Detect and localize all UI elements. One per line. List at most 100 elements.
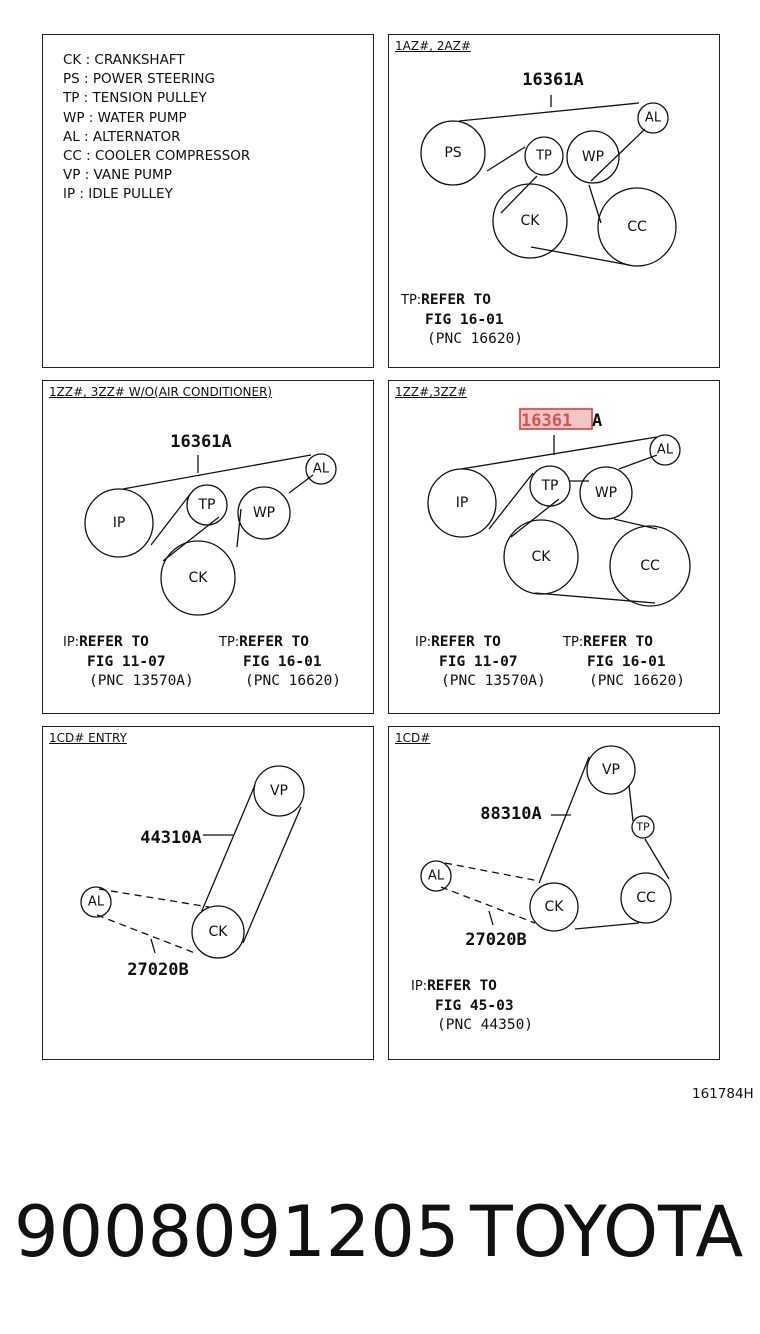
label-ps: PS bbox=[444, 145, 461, 161]
pulley-ck bbox=[191, 905, 245, 959]
part-number-88310a[interactable]: 88310A bbox=[480, 804, 541, 824]
panel-title: 1ZZ#,3ZZ# bbox=[395, 385, 468, 399]
label-vp: VP bbox=[270, 783, 288, 799]
belt-segment bbox=[534, 592, 656, 604]
label-wp: WP bbox=[253, 505, 275, 521]
panel-1az-2az: 1AZ#, 2AZ# PS AL TP WP CK CC 16361A bbox=[388, 34, 720, 368]
note-line: REFER TO bbox=[421, 292, 492, 308]
part-number-16361a[interactable]: 16361A bbox=[170, 432, 231, 452]
fig-reference[interactable]: FIG 11-07 bbox=[439, 653, 518, 670]
pulley-cc bbox=[620, 872, 672, 924]
note-line: REFER TO bbox=[583, 634, 654, 650]
panel-1cd-entry: 1CD# ENTRY VP AL CK 44310A 27020B bbox=[42, 726, 374, 1060]
label-al: AL bbox=[657, 443, 674, 458]
panel-title: 1CD# ENTRY bbox=[49, 731, 127, 745]
label-wp: WP bbox=[582, 149, 604, 165]
note-prefix: IP: bbox=[415, 635, 432, 650]
belt-segment bbox=[488, 472, 534, 530]
part-highlight-box bbox=[519, 408, 593, 430]
refer-note-ip: IP:REFER TO FIG 45-03 (PNC 44350) bbox=[411, 977, 533, 1036]
pnc-reference: (PNC 13570A) bbox=[89, 673, 194, 689]
belt-segment bbox=[644, 838, 670, 880]
label-ck: CK bbox=[209, 924, 229, 940]
refer-note-ip: IP:REFER TO FIG 11-07 (PNC 13570A) bbox=[415, 633, 546, 692]
label-al: AL bbox=[313, 462, 330, 477]
belt-segment bbox=[590, 128, 646, 182]
pulley-al bbox=[305, 453, 337, 485]
belt-segment bbox=[486, 146, 526, 172]
pulley-tp bbox=[524, 136, 564, 176]
panel-title: 1AZ#, 2AZ# bbox=[395, 39, 471, 53]
leader-line bbox=[488, 910, 494, 926]
label-ck: CK bbox=[532, 549, 552, 565]
label-al: AL bbox=[88, 895, 105, 910]
part-number-44310a[interactable]: 44310A bbox=[140, 828, 201, 848]
panel-1zz-3zz: 1ZZ#,3ZZ# IP AL TP WP CK CC 16361 bbox=[388, 380, 720, 714]
pnc-reference: (PNC 16620) bbox=[589, 673, 686, 689]
part-number-suffix: A bbox=[592, 411, 602, 431]
label-ck: CK bbox=[189, 570, 209, 586]
fig-reference[interactable]: FIG 45-03 bbox=[435, 997, 514, 1014]
legend-item: CC : COOLER COMPRESSOR bbox=[63, 148, 251, 165]
belt-segment bbox=[242, 806, 302, 944]
note-prefix: TP: bbox=[219, 635, 240, 650]
legend-item: PS : POWER STEERING bbox=[63, 71, 215, 88]
note-prefix: IP: bbox=[411, 979, 428, 994]
pulley-tp bbox=[186, 484, 228, 526]
legend-item: WP : WATER PUMP bbox=[63, 109, 187, 126]
note-line: REFER TO bbox=[239, 634, 310, 650]
belt-segment-dashed bbox=[440, 886, 536, 924]
refer-note-ip: IP:REFER TO FIG 11-07 (PNC 13570A) bbox=[63, 633, 194, 692]
panel-title: 1ZZ#, 3ZZ# W/O(AIR CONDITIONER) bbox=[49, 385, 273, 399]
legend-item: VP : VANE PUMP bbox=[63, 167, 172, 184]
belt-segment bbox=[150, 492, 192, 546]
panel-1zz-3zz-no-ac: 1ZZ#, 3ZZ# W/O(AIR CONDITIONER) IP AL TP… bbox=[42, 380, 374, 714]
note-line: REFER TO bbox=[427, 978, 497, 994]
belt-segment bbox=[122, 454, 312, 490]
pulley-wp bbox=[237, 486, 291, 540]
part-number-27020b[interactable]: 27020B bbox=[127, 960, 188, 980]
fig-reference[interactable]: FIG 11-07 bbox=[87, 653, 166, 670]
legend-item: IP : IDLE PULLEY bbox=[63, 186, 173, 203]
panel-1cd: 1CD# VP TP AL CK CC 88310A 2 bbox=[388, 726, 720, 1060]
part-number-16361a[interactable]: 16361A bbox=[522, 70, 583, 90]
pnc-reference: (PNC 16620) bbox=[245, 673, 342, 689]
pnc-reference: (PNC 44350) bbox=[437, 1017, 534, 1033]
label-ip: IP bbox=[456, 495, 469, 511]
note-prefix: TP: bbox=[563, 635, 584, 650]
legend-panel: CK : CRANKSHAFT PS : POWER STEERING TP :… bbox=[42, 34, 374, 368]
fig-reference[interactable]: FIG 16-01 bbox=[243, 653, 322, 670]
fig-reference[interactable]: FIG 16-01 bbox=[587, 653, 666, 670]
legend-item: AL : ALTERNATOR bbox=[63, 128, 181, 145]
pulley-tp bbox=[631, 815, 655, 839]
part-number-27020b[interactable]: 27020B bbox=[465, 930, 526, 950]
pulley-cc bbox=[597, 187, 677, 267]
pnc-reference: (PNC 16620) bbox=[427, 331, 524, 347]
illustration-number: 161784H bbox=[692, 1086, 754, 1102]
pulley-ck bbox=[529, 882, 579, 932]
note-prefix: IP: bbox=[63, 635, 80, 650]
pulley-ck bbox=[503, 519, 579, 595]
belt-segment-dashed bbox=[96, 914, 196, 954]
refer-note-tp: TP:REFER TO FIG 16-01 (PNC 16620) bbox=[401, 291, 523, 350]
pulley-wp bbox=[579, 466, 633, 520]
refer-note-tp: TP:REFER TO FIG 16-01 (PNC 16620) bbox=[563, 633, 685, 692]
label-cc: CC bbox=[640, 558, 660, 574]
fig-reference[interactable]: FIG 16-01 bbox=[425, 311, 504, 328]
label-ck: CK bbox=[545, 899, 565, 915]
pulley-ip bbox=[427, 468, 497, 538]
part-number-16361a-highlighted[interactable]: 16361 bbox=[521, 411, 572, 431]
legend-list: CK : CRANKSHAFT PS : POWER STEERING TP :… bbox=[63, 51, 250, 205]
pulley-al bbox=[649, 434, 681, 466]
belt-segment bbox=[613, 518, 658, 530]
label-tp: TP bbox=[541, 478, 559, 494]
belt-segment bbox=[200, 784, 256, 914]
belt-segment bbox=[460, 436, 658, 470]
belt-segment bbox=[530, 246, 630, 266]
pulley-cc bbox=[609, 525, 691, 607]
belt-diagram-1zz-no-ac: IP AL TP WP CK 16361A bbox=[84, 432, 337, 616]
belt-segment-dashed bbox=[444, 862, 540, 882]
pnc-reference: (PNC 13570A) bbox=[441, 673, 546, 689]
label-wp: WP bbox=[595, 485, 617, 501]
note-line: REFER TO bbox=[79, 634, 149, 650]
